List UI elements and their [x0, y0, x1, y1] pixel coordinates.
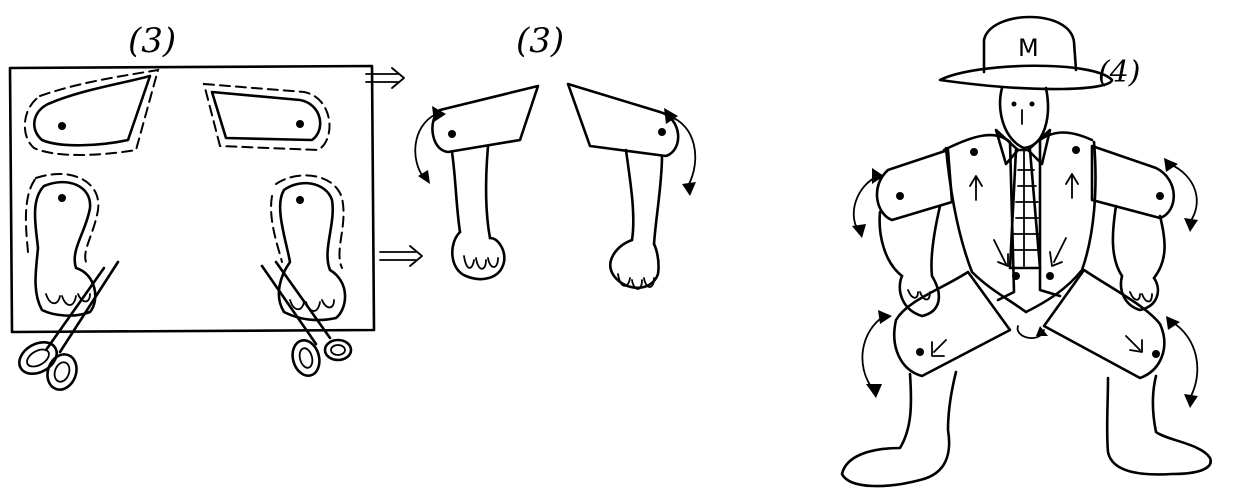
forearm-left — [880, 206, 940, 316]
upper-arm-piece-left — [25, 70, 158, 155]
upper-arm-left — [877, 150, 952, 220]
hand-piece-right — [271, 175, 345, 320]
collar-and-tie — [996, 130, 1050, 268]
double-line-arrow-icon — [380, 246, 422, 266]
curved-arrow-icon — [862, 310, 892, 398]
hand-piece-left — [26, 174, 98, 316]
hat-letter: M — [1018, 34, 1039, 62]
curved-arrow-icon — [1166, 316, 1198, 408]
upper-leg-right — [1044, 270, 1164, 378]
boot-right — [1107, 376, 1211, 474]
boot-left — [842, 372, 956, 486]
assembled-arm-left — [415, 86, 538, 279]
upper-arm-piece-right — [204, 84, 330, 150]
scissors-icon — [14, 262, 118, 394]
hat: M — [940, 17, 1112, 89]
curved-arrow-icon — [1164, 158, 1198, 232]
upper-arm-right — [1092, 146, 1174, 218]
step-label-3-left: (3) — [128, 21, 176, 61]
curved-arrow-icon — [415, 106, 446, 184]
curved-arrow-icon — [664, 108, 696, 196]
hip-joint — [1018, 326, 1048, 338]
assembled-arm-right — [568, 84, 696, 289]
step-label-3-middle: (3) — [516, 21, 564, 61]
cowboy-puppet: M — [842, 17, 1211, 486]
pattern-card — [10, 66, 374, 332]
